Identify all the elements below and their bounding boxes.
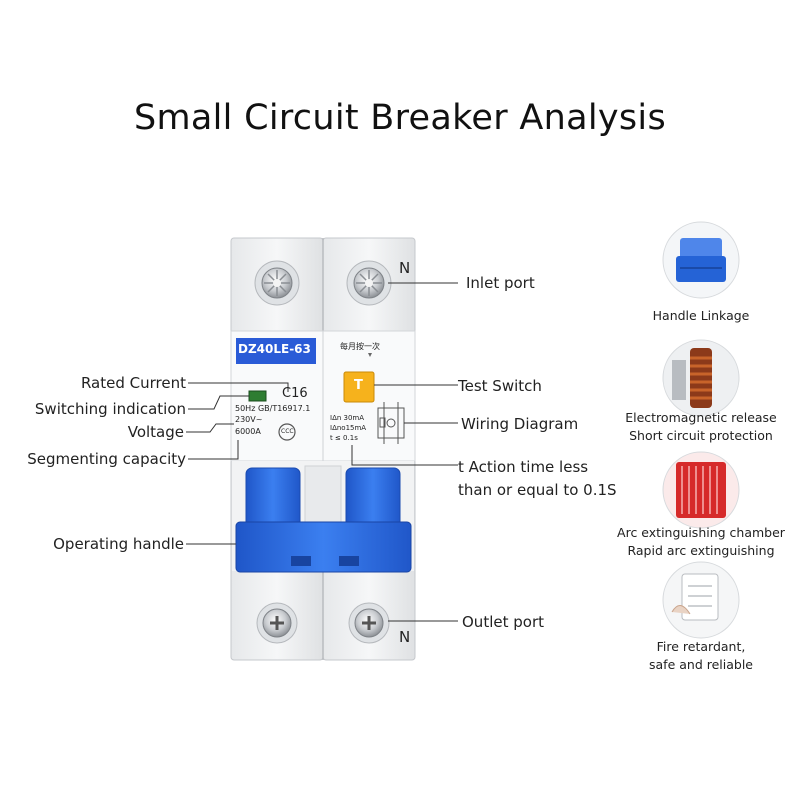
page-title: Small Circuit Breaker Analysis (133, 98, 666, 138)
label-action-time-line1: t Action time less (458, 458, 589, 476)
spec-line-1: 50Hz GB/T16917.1 (235, 404, 311, 413)
label-segmenting-capacity: Segmenting capacity (27, 450, 186, 468)
handle-right (345, 467, 401, 529)
outlet-terminal-left (256, 602, 298, 644)
inlet-terminal-right (346, 260, 392, 306)
label-outlet-port: Outlet port (462, 613, 544, 631)
rcd-line-2: IΔno15mA (330, 424, 367, 432)
rcd-line-1: IΔn 30mA (330, 414, 365, 422)
wiring-diagram-glyph (377, 402, 405, 444)
label-action-time-line2: than or equal to 0.1S (458, 481, 617, 499)
test-note-text: 每月按一次 (340, 342, 380, 351)
spec-line-2: 230V~ (235, 415, 263, 424)
test-button-letter: T (354, 378, 363, 393)
label-voltage: Voltage (127, 423, 184, 441)
neutral-mark-bottom: N (399, 628, 411, 646)
feature-caption-fire-retardant: Fire retardant,safe and reliable (649, 639, 753, 672)
spec-line-3: 6000A (235, 427, 261, 436)
label-wiring-diagram: Wiring Diagram (461, 415, 579, 433)
inlet-terminal-left (254, 260, 300, 306)
ccc-mark (278, 423, 296, 441)
label-inlet-port: Inlet port (466, 274, 535, 292)
handle-left (245, 467, 301, 529)
switching-indicator-window (248, 390, 267, 402)
label-rated-current: Rated Current (80, 374, 186, 392)
feature-caption-handle-linkage: Handle Linkage (652, 308, 750, 323)
neutral-mark-top: N (399, 259, 411, 277)
rated-current-value: C16 (282, 386, 308, 401)
right-leader-lines (351, 282, 458, 622)
model-label: DZ40LE-63 (238, 342, 311, 356)
rcd-line-3: t ≤ 0.1s (330, 434, 358, 442)
operating-handle-bar (235, 521, 412, 573)
label-switching-indication: Switching indication (34, 400, 186, 418)
test-switch-button (343, 371, 375, 403)
outlet-terminal-right (348, 602, 390, 644)
model-tag-blue (236, 338, 316, 364)
ccc-text: CCC (281, 428, 294, 435)
label-test-switch: Test Switch (458, 377, 542, 395)
label-operating-handle: Operating handle (53, 535, 184, 553)
left-leader-lines (186, 382, 289, 545)
